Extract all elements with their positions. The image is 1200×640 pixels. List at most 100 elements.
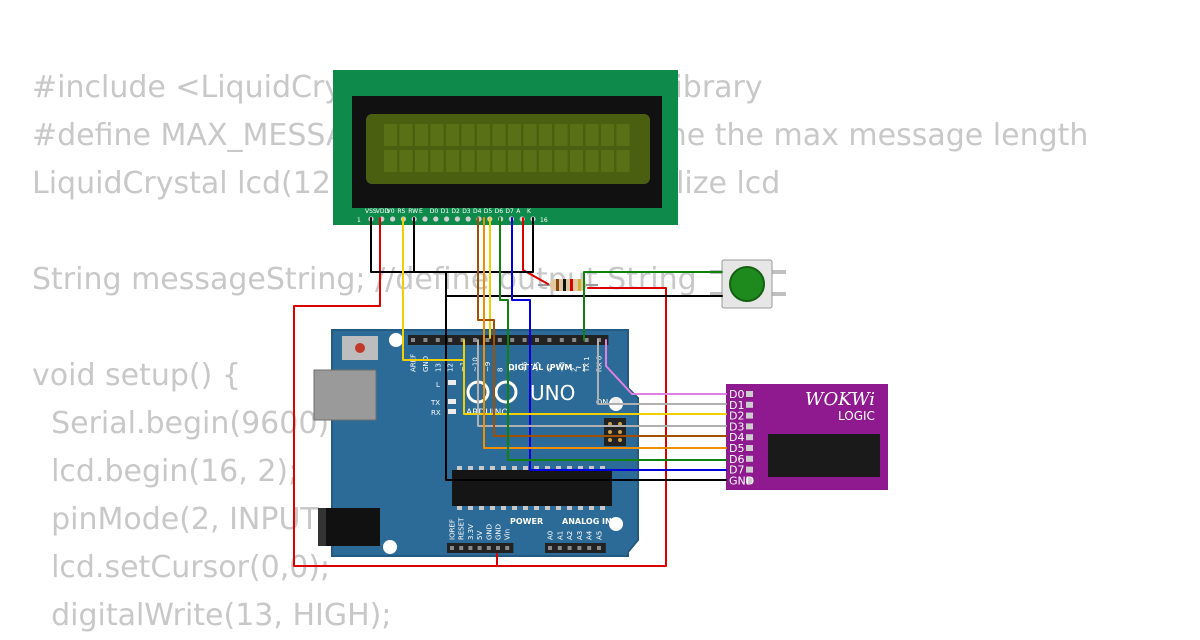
digital-pin[interactable] <box>448 338 453 342</box>
logic-pin-label: D1 <box>729 399 744 412</box>
lcd-cell <box>616 124 630 146</box>
arduino-uno-board[interactable]: UNO ARDUINO DIGITAL (PWM ~) ON POWER ANA… <box>313 329 639 557</box>
logic-pin[interactable] <box>746 455 753 462</box>
power-pin-label: Vin <box>504 529 512 540</box>
lcd-pin-label: A <box>516 208 521 215</box>
lcd-pin-label: D4 <box>473 208 482 215</box>
wire-d4 <box>477 217 495 347</box>
analog-pin-label: A0 <box>547 531 555 540</box>
logic-pin[interactable] <box>746 466 753 473</box>
power-jack-edge <box>318 508 326 546</box>
logic-pin[interactable] <box>746 401 753 408</box>
power-pin[interactable] <box>468 546 473 550</box>
digital-pin[interactable] <box>547 338 552 342</box>
digital-pin[interactable] <box>572 338 577 342</box>
digital-pin[interactable] <box>510 338 515 342</box>
logic-pin[interactable] <box>746 391 753 397</box>
digital-pin[interactable] <box>460 338 465 342</box>
code-line: lcd.setCursor(0,0); <box>32 550 331 585</box>
push-button[interactable] <box>710 259 786 309</box>
logic-pin[interactable] <box>746 412 753 419</box>
analog-pin-label: A4 <box>586 530 594 540</box>
logic-pin[interactable] <box>746 445 753 451</box>
power-pins-label: POWER <box>510 517 543 526</box>
lcd-pin-label: D6 <box>495 208 504 215</box>
lcd-pin[interactable] <box>465 216 471 222</box>
lcd-pin[interactable] <box>390 216 396 222</box>
lcd-cell <box>585 150 599 172</box>
led-tx <box>448 399 456 404</box>
lcd-pin[interactable] <box>422 216 428 222</box>
reset-button-cap[interactable] <box>355 343 365 353</box>
digital-pin-label: AREF <box>410 354 418 372</box>
lcd-pin-label: D5 <box>484 208 493 215</box>
digital-pin[interactable] <box>522 338 527 342</box>
lcd-pin[interactable] <box>433 216 439 222</box>
power-pin[interactable] <box>505 546 510 550</box>
digital-pin[interactable] <box>411 338 415 342</box>
lcd-cell <box>570 124 583 146</box>
digital-pin[interactable] <box>559 338 564 342</box>
digital-pin[interactable] <box>485 338 490 342</box>
wire-rs-route <box>402 339 465 361</box>
lcd-cell <box>570 150 583 172</box>
analog-pin[interactable] <box>548 546 552 550</box>
lcd-pin[interactable] <box>444 216 450 222</box>
power-pin[interactable] <box>477 546 482 550</box>
logic-pin[interactable] <box>746 434 753 441</box>
logic-pin[interactable] <box>746 423 753 430</box>
resistor-band <box>570 279 573 291</box>
on-led-label: ON <box>596 398 608 407</box>
code-line: lcd.begin(16, 2); <box>32 454 299 489</box>
code-line: void setup() { <box>32 358 241 393</box>
analog-pin[interactable] <box>567 546 572 550</box>
power-pin[interactable] <box>450 546 454 550</box>
button-cap[interactable] <box>729 266 765 302</box>
wire-ch4 <box>493 345 727 437</box>
power-pin[interactable] <box>486 546 491 550</box>
logic-pin[interactable] <box>746 477 753 484</box>
digital-pin[interactable] <box>535 338 539 342</box>
digital-pin[interactable] <box>435 338 440 342</box>
analog-pin[interactable] <box>577 546 582 550</box>
lcd-pin[interactable] <box>454 216 460 222</box>
lcd-cell <box>539 124 552 146</box>
digital-pin[interactable] <box>473 338 477 342</box>
analog-pin[interactable] <box>597 546 601 550</box>
led-l <box>448 380 456 385</box>
analog-pin-label: A3 <box>576 531 584 540</box>
analog-pin-label: A5 <box>596 531 604 540</box>
lcd-cell <box>384 124 397 146</box>
digital-pin[interactable] <box>497 338 502 342</box>
led-label-rx: RX <box>431 409 441 417</box>
digital-pin[interactable] <box>423 338 428 342</box>
lcd-cell <box>446 124 459 146</box>
wire-ch0 <box>605 339 727 395</box>
chip-pins <box>457 466 605 510</box>
code-line: String messageString; //define output St… <box>32 262 697 297</box>
analog-pin-strip <box>545 543 606 553</box>
power-pin[interactable] <box>459 546 464 550</box>
lcd-cell <box>446 150 459 172</box>
analog-pin[interactable] <box>557 546 562 550</box>
power-pin-label: GND <box>495 524 503 540</box>
lcd-cell <box>601 124 614 146</box>
wire-5v <box>293 217 498 567</box>
lcd-pin-label: K <box>527 208 532 215</box>
power-pin[interactable] <box>496 546 500 550</box>
logic-pin-label: D0 <box>729 388 744 401</box>
lcd-pin-label: D3 <box>462 208 471 215</box>
lcd-cell <box>384 150 397 172</box>
lcd-cell <box>399 124 413 146</box>
logic-pin-label: D5 <box>729 442 744 455</box>
wire-ch5 <box>483 339 727 449</box>
lcd-cell <box>523 124 537 146</box>
digital-pin[interactable] <box>584 338 589 342</box>
digital-pin-label: TX 1 <box>583 356 591 373</box>
analog-pin[interactable] <box>587 546 592 550</box>
